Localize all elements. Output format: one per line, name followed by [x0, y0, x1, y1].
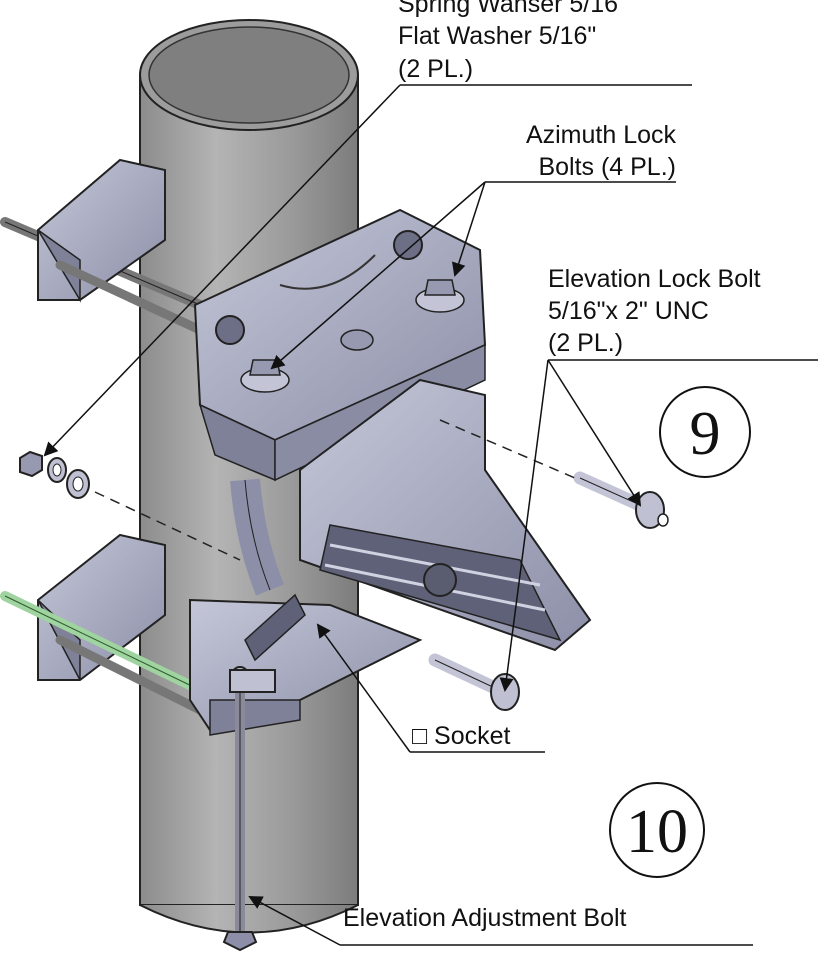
- upper-u-bolt-clamp: [0, 158, 205, 335]
- callout-elevation-adjust: Elevation Adjustment Bolt: [343, 904, 627, 932]
- step-number-9: 9: [690, 400, 721, 468]
- elevation-lock-label-line2: 5/16"x 2" UNC: [548, 297, 709, 325]
- nut-and-washers: [19, 450, 241, 561]
- step-circle-9: 9: [659, 386, 751, 478]
- azimuth-label-line2: Bolts (4 PL.): [538, 153, 676, 181]
- callout-socket: □ Socket: [412, 722, 511, 750]
- elevation-adjust-label: Elevation Adjustment Bolt: [343, 904, 627, 932]
- azimuth-label-line1: Azimuth Lock: [526, 121, 677, 149]
- washers-label-line1: Spring Wahser 5/16": [398, 0, 627, 18]
- elevation-mount-head: [230, 378, 592, 652]
- washers-label-line3: (2 PL.): [398, 55, 473, 83]
- washers-label-line2: Flat Washer 5/16": [398, 22, 596, 50]
- callout-azimuth: Azimuth Lock Bolts (4 PL.): [526, 121, 677, 181]
- callout-elevation-lock: Elevation Lock Bolt 5/16"x 2" UNC (2 PL.…: [548, 265, 761, 357]
- elevation-adjustment-bolt: [222, 666, 276, 952]
- elevation-lock-label-line3: (2 PL.): [548, 329, 623, 357]
- azimuth-lock-bolts: [240, 279, 465, 393]
- socket-label: □ Socket: [412, 722, 511, 750]
- leader-lines: [43, 84, 818, 946]
- elevation-lock-label-line1: Elevation Lock Bolt: [548, 265, 761, 293]
- lower-bracket: [189, 593, 423, 736]
- callout-washers: Spring Wahser 5/16" Flat Washer 5/16" (2…: [398, 0, 627, 83]
- lower-u-bolt-clamp: [0, 533, 205, 715]
- step-circle-10: 10: [609, 782, 705, 878]
- step-number-10: 10: [626, 798, 688, 866]
